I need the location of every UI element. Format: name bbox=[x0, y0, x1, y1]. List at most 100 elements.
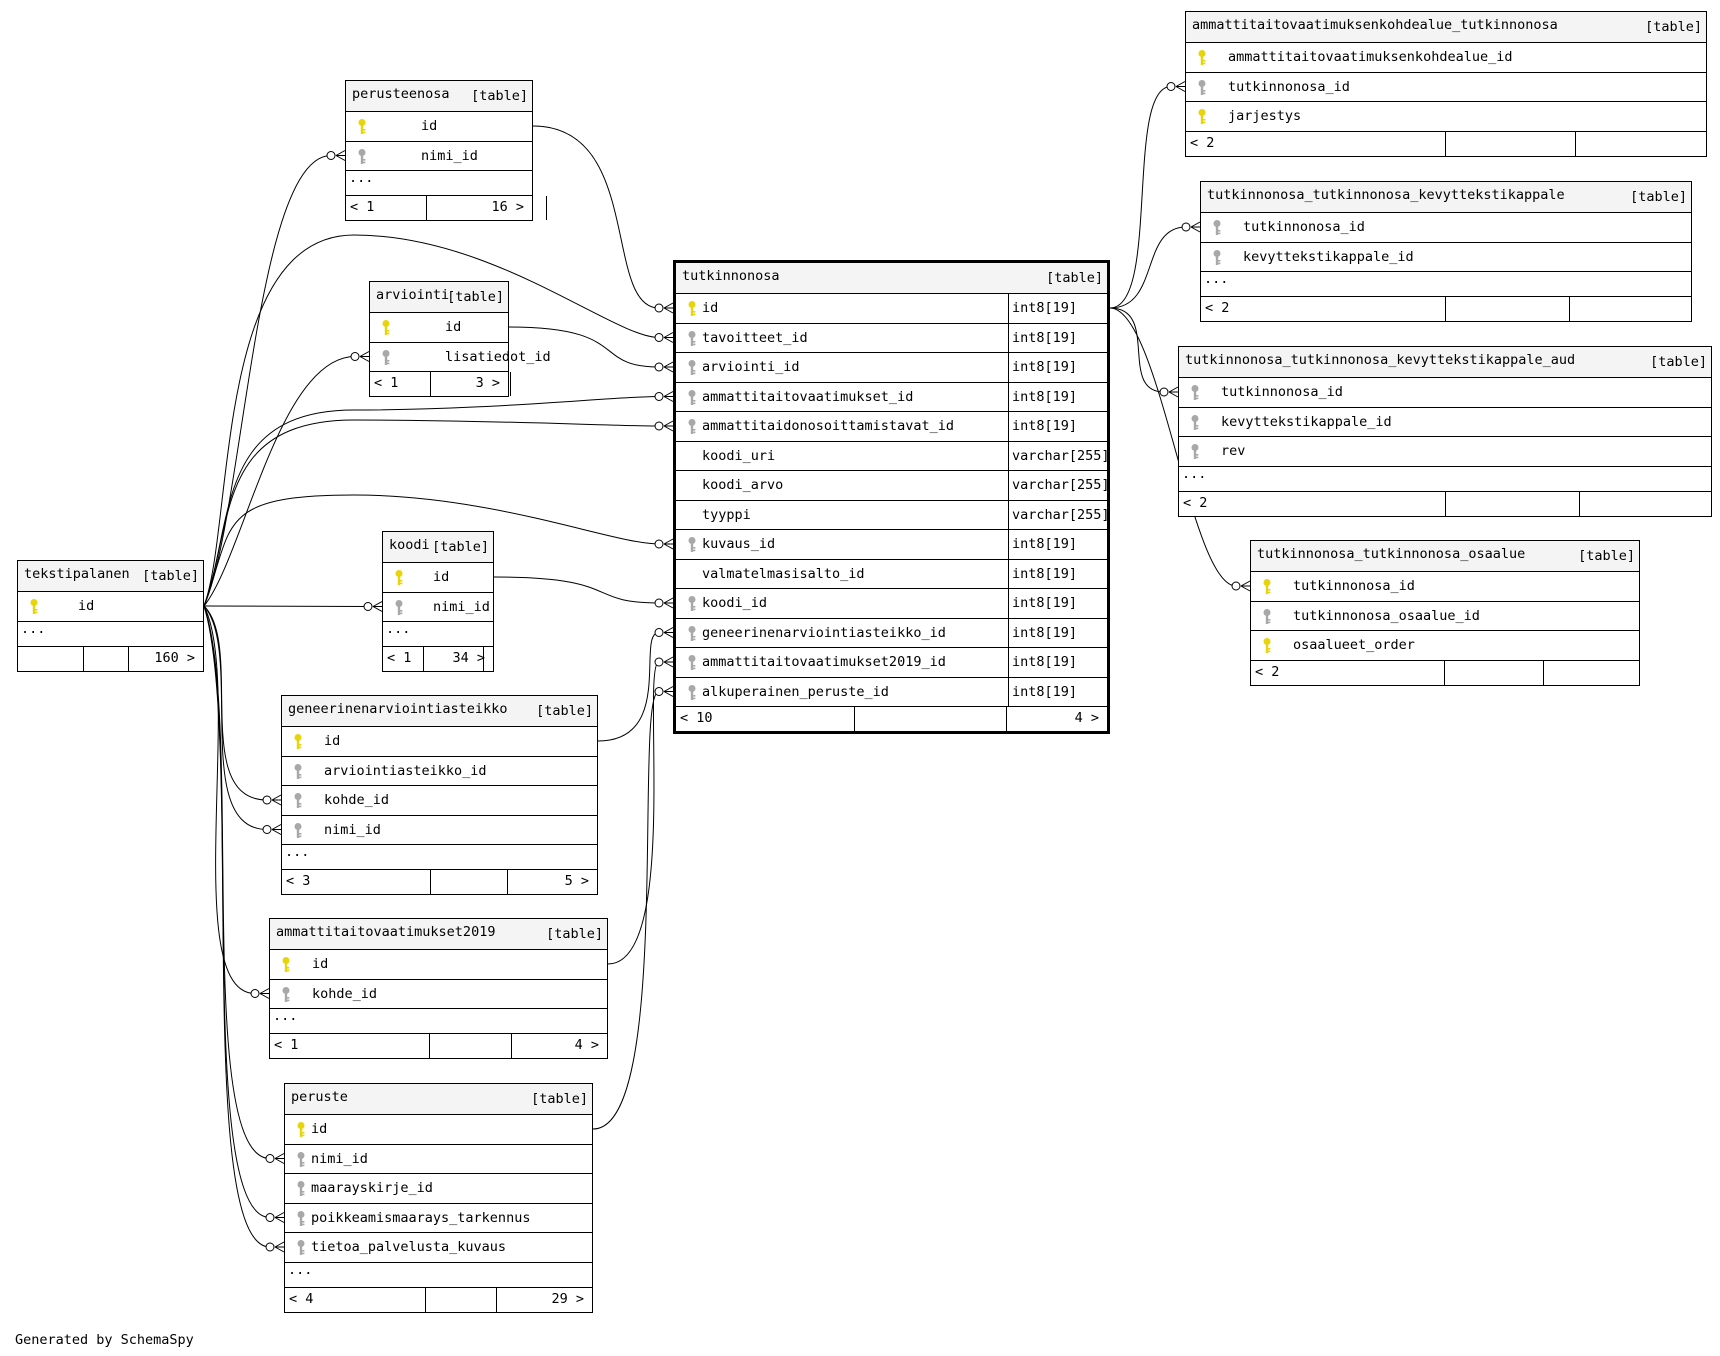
column-row[interactable]: ammattitaitovaatimuksenkohdealue_id bbox=[1186, 42, 1706, 72]
nav-right-count[interactable]: 16 > bbox=[491, 199, 524, 215]
column-row[interactable]: rev bbox=[1179, 436, 1711, 466]
column-row[interactable]: tutkinnonosa_id bbox=[1201, 212, 1691, 242]
column-row[interactable]: maarayskirje_id bbox=[285, 1173, 592, 1203]
table-name[interactable]: peruste bbox=[291, 1089, 348, 1105]
table-name[interactable]: ammattitaitovaatimukset2019 bbox=[276, 924, 496, 940]
nav-right-count[interactable]: 4 > bbox=[1074, 710, 1099, 726]
table-name[interactable]: tutkinnonosa_tutkinnonosa_kevyttekstikap… bbox=[1207, 187, 1565, 203]
column-row[interactable]: nimi_id bbox=[383, 591, 493, 622]
nav-left-count[interactable]: < 10 bbox=[680, 710, 713, 726]
nav-right-count[interactable]: 3 > bbox=[475, 375, 500, 391]
table-type-label: [table] bbox=[142, 568, 199, 584]
column-row[interactable]: kevyttekstikappale_id bbox=[1201, 241, 1691, 272]
nav-right-count[interactable]: 5 > bbox=[564, 873, 589, 889]
table-name[interactable]: tekstipalanen bbox=[24, 566, 130, 582]
nav-left-count[interactable]: < 2 bbox=[1255, 663, 1280, 680]
nav-left-count[interactable]: < 3 bbox=[286, 873, 311, 889]
column-row[interactable]: nimi_id bbox=[282, 814, 597, 845]
table-tekstipalanen[interactable]: tekstipalanen[table]id...160 > bbox=[17, 560, 204, 672]
nav-left-count[interactable]: < 2 bbox=[1205, 300, 1230, 316]
nav-right-count[interactable]: 29 > bbox=[551, 1290, 584, 1307]
table-name[interactable]: tutkinnonosa bbox=[682, 268, 780, 284]
column-row[interactable]: kohde_id bbox=[270, 978, 607, 1009]
table-type-label: [table] bbox=[471, 88, 528, 104]
column-row[interactable]: id bbox=[370, 312, 508, 342]
column-row[interactable]: nimi_id bbox=[346, 140, 532, 171]
table-ammattitaitovaatimuksenkohdealue_tutkinnonosa[interactable]: ammattitaitovaatimuksenkohdealue_tutkinn… bbox=[1185, 11, 1707, 157]
nav-right-count[interactable]: 160 > bbox=[154, 649, 195, 666]
column-row[interactable]: osaalueet_order bbox=[1251, 630, 1639, 660]
nav-left-count[interactable]: < 1 bbox=[350, 199, 375, 215]
column-row[interactable]: tutkinnonosa_id bbox=[1179, 377, 1711, 407]
nav-left-count[interactable]: < 1 bbox=[387, 650, 412, 666]
table-name[interactable]: tutkinnonosa_tutkinnonosa_kevyttekstikap… bbox=[1185, 352, 1576, 368]
more-columns-row: ... bbox=[1201, 271, 1691, 296]
nav-right-count[interactable]: 4 > bbox=[574, 1037, 599, 1053]
table-name[interactable]: arviointi bbox=[376, 287, 450, 303]
column-row[interactable]: id bbox=[285, 1114, 592, 1144]
column-row[interactable]: tutkinnonosa_osaalue_id bbox=[1251, 600, 1639, 631]
column-row[interactable]: poikkeamismaarays_tarkennus bbox=[285, 1202, 592, 1233]
table-tutkinnonosa_tutkinnonosa_kevyttekstikappale_aud[interactable]: tutkinnonosa_tutkinnonosa_kevyttekstikap… bbox=[1178, 346, 1712, 517]
column-row[interactable]: lisatiedot_id bbox=[370, 341, 551, 372]
foreign-key-icon bbox=[1263, 608, 1271, 624]
crowfoot-marker bbox=[654, 302, 674, 314]
nav-right-count[interactable]: 34 > bbox=[452, 650, 485, 666]
column-row[interactable]: id bbox=[346, 111, 532, 141]
column-row[interactable]: id bbox=[383, 562, 493, 592]
column-row[interactable]: id bbox=[282, 726, 597, 756]
column-row[interactable]: kohde_id bbox=[282, 785, 597, 815]
nav-left-count[interactable]: < 1 bbox=[274, 1037, 299, 1053]
column-row[interactable]: id bbox=[18, 591, 203, 621]
table-header: koodi[table] bbox=[383, 532, 493, 562]
nav-left-count[interactable]: < 2 bbox=[1190, 134, 1215, 151]
column-row[interactable]: tutkinnonosa_id bbox=[1251, 571, 1639, 601]
column-row[interactable]: arviointiasteikko_id bbox=[282, 755, 597, 786]
foreign-key-icon bbox=[1213, 220, 1221, 235]
more-columns-ellipsis: ... bbox=[285, 844, 310, 860]
column-divider bbox=[1008, 412, 1009, 441]
edge-tutkinnonosa-tto bbox=[1109, 307, 1237, 587]
table-name[interactable]: koodi bbox=[389, 537, 430, 553]
table-name[interactable]: ammattitaitovaatimuksenkohdealue_tutkinn… bbox=[1192, 17, 1558, 33]
column-row[interactable]: jarjestys bbox=[1186, 101, 1706, 131]
column-row[interactable]: id bbox=[270, 949, 607, 979]
table-tutkinnonosa_tutkinnonosa_osaalue[interactable]: tutkinnonosa_tutkinnonosa_osaalue[table]… bbox=[1250, 540, 1640, 686]
nav-divider bbox=[1579, 491, 1580, 516]
column-row[interactable]: tietoa_palvelusta_kuvaus bbox=[285, 1232, 592, 1262]
nav-left-count[interactable]: < 1 bbox=[374, 375, 399, 391]
nav-left-count[interactable]: < 2 bbox=[1183, 494, 1208, 511]
column-name: id bbox=[433, 569, 450, 585]
column-row[interactable]: tutkinnonosa_id bbox=[1186, 71, 1706, 102]
table-tutkinnonosa_tutkinnonosa_kevyttekstikappale[interactable]: tutkinnonosa_tutkinnonosa_kevyttekstikap… bbox=[1200, 181, 1692, 322]
table-name[interactable]: geneerinenarviointiasteikko bbox=[288, 701, 508, 717]
column-type: varchar[255] bbox=[1012, 506, 1110, 523]
table-name[interactable]: perusteenosa bbox=[352, 86, 450, 102]
column-row[interactable]: nimi_id bbox=[285, 1143, 592, 1174]
nav-left-count[interactable]: < 4 bbox=[289, 1290, 314, 1307]
column-name: id bbox=[78, 598, 95, 614]
table-name[interactable]: tutkinnonosa_tutkinnonosa_osaalue bbox=[1257, 546, 1526, 562]
column-row[interactable]: kevyttekstikappale_id bbox=[1179, 406, 1711, 437]
